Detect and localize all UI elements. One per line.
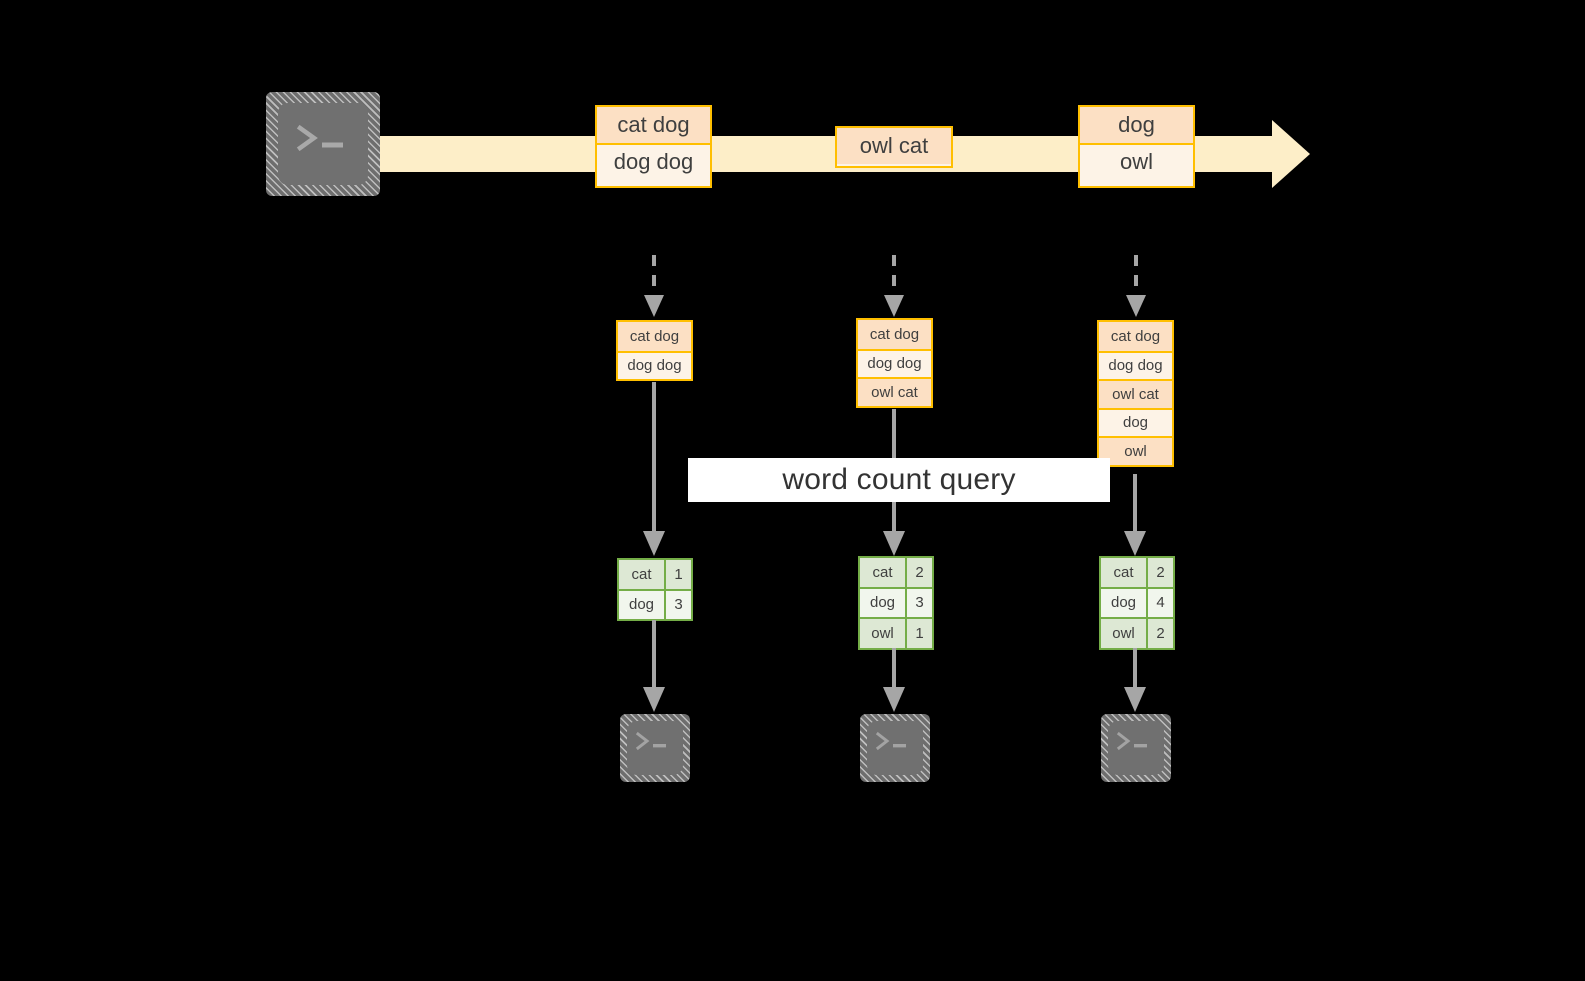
result-count: 4 [1146, 588, 1173, 617]
result-word: owl [1101, 619, 1146, 648]
result-table-3[interactable]: cat 2 dog 4 owl 2 [1099, 556, 1175, 650]
accumulated-record-line: owl [1099, 436, 1172, 465]
dashed-connector-2 [884, 255, 904, 317]
stream-record-2[interactable]: owl cat [835, 126, 953, 168]
result-count: 3 [905, 588, 932, 617]
result-word: dog [1101, 588, 1146, 617]
accumulated-record-line: cat dog [858, 320, 931, 349]
terminal-prompt-icon [296, 124, 343, 152]
query-connector-1 [643, 382, 665, 556]
result-count: 2 [1146, 558, 1173, 587]
stream-record-line: cat dog [597, 107, 710, 143]
accumulated-records-3[interactable]: cat dog dog dog owl cat dog owl [1097, 320, 1174, 467]
sink-terminal-2[interactable] [860, 714, 930, 782]
result-word: owl [860, 619, 905, 648]
accumulated-record-line: cat dog [618, 322, 691, 351]
result-count: 2 [905, 558, 932, 587]
result-table-2[interactable]: cat 2 dog 3 owl 1 [858, 556, 934, 650]
dashed-connector-3 [1126, 255, 1146, 317]
accumulated-record-line: owl cat [1099, 379, 1172, 408]
stream-record-line: owl [1080, 143, 1193, 179]
accumulated-records-1[interactable]: cat dog dog dog [616, 320, 693, 381]
stream-record-1[interactable]: cat dog dog dog [595, 105, 712, 188]
table-row: cat 1 [619, 560, 691, 589]
sink-terminal-1[interactable] [620, 714, 690, 782]
result-table-1[interactable]: cat 1 dog 3 [617, 558, 693, 621]
result-count: 1 [664, 560, 691, 589]
accumulated-record-line: dog dog [618, 350, 691, 379]
accumulated-record-line: owl cat [858, 377, 931, 406]
stream-record-3[interactable]: dog owl [1078, 105, 1195, 188]
stream-band-arrowhead [1272, 120, 1310, 188]
result-word: cat [1101, 558, 1146, 587]
result-word: cat [619, 560, 664, 589]
accumulated-record-line: cat dog [1099, 322, 1172, 351]
sink-connector-2 [883, 648, 905, 712]
table-row: owl 2 [1101, 617, 1173, 648]
result-count: 2 [1146, 619, 1173, 648]
result-word: dog [619, 590, 664, 619]
query-banner-label: word count query [782, 463, 1016, 496]
accumulated-record-line: dog [1099, 407, 1172, 436]
query-connector-3 [1124, 474, 1146, 556]
result-word: dog [860, 588, 905, 617]
sink-connector-1 [643, 620, 665, 712]
query-banner: word count query [688, 458, 1110, 502]
result-count: 1 [905, 619, 932, 648]
stream-record-line: dog [1080, 107, 1193, 143]
accumulated-record-line: dog dog [1099, 350, 1172, 379]
terminal-prompt-icon [1116, 731, 1147, 751]
result-count: 3 [664, 590, 691, 619]
sink-terminal-3[interactable] [1101, 714, 1171, 782]
terminal-prompt-icon [635, 731, 666, 751]
table-row: dog 3 [860, 586, 932, 617]
stream-record-line: owl cat [837, 128, 951, 164]
accumulated-records-2[interactable]: cat dog dog dog owl cat [856, 318, 933, 408]
table-row: cat 2 [860, 558, 932, 587]
table-row: cat 2 [1101, 558, 1173, 587]
dashed-connector-1 [644, 255, 664, 317]
accumulated-record-line: dog dog [858, 348, 931, 377]
sink-connector-3 [1124, 648, 1146, 712]
table-row: dog 4 [1101, 586, 1173, 617]
table-row: owl 1 [860, 617, 932, 648]
result-word: cat [860, 558, 905, 587]
table-row: dog 3 [619, 588, 691, 619]
stream-record-line: dog dog [597, 143, 710, 179]
source-terminal-icon[interactable] [266, 92, 380, 196]
terminal-prompt-icon [875, 731, 906, 751]
